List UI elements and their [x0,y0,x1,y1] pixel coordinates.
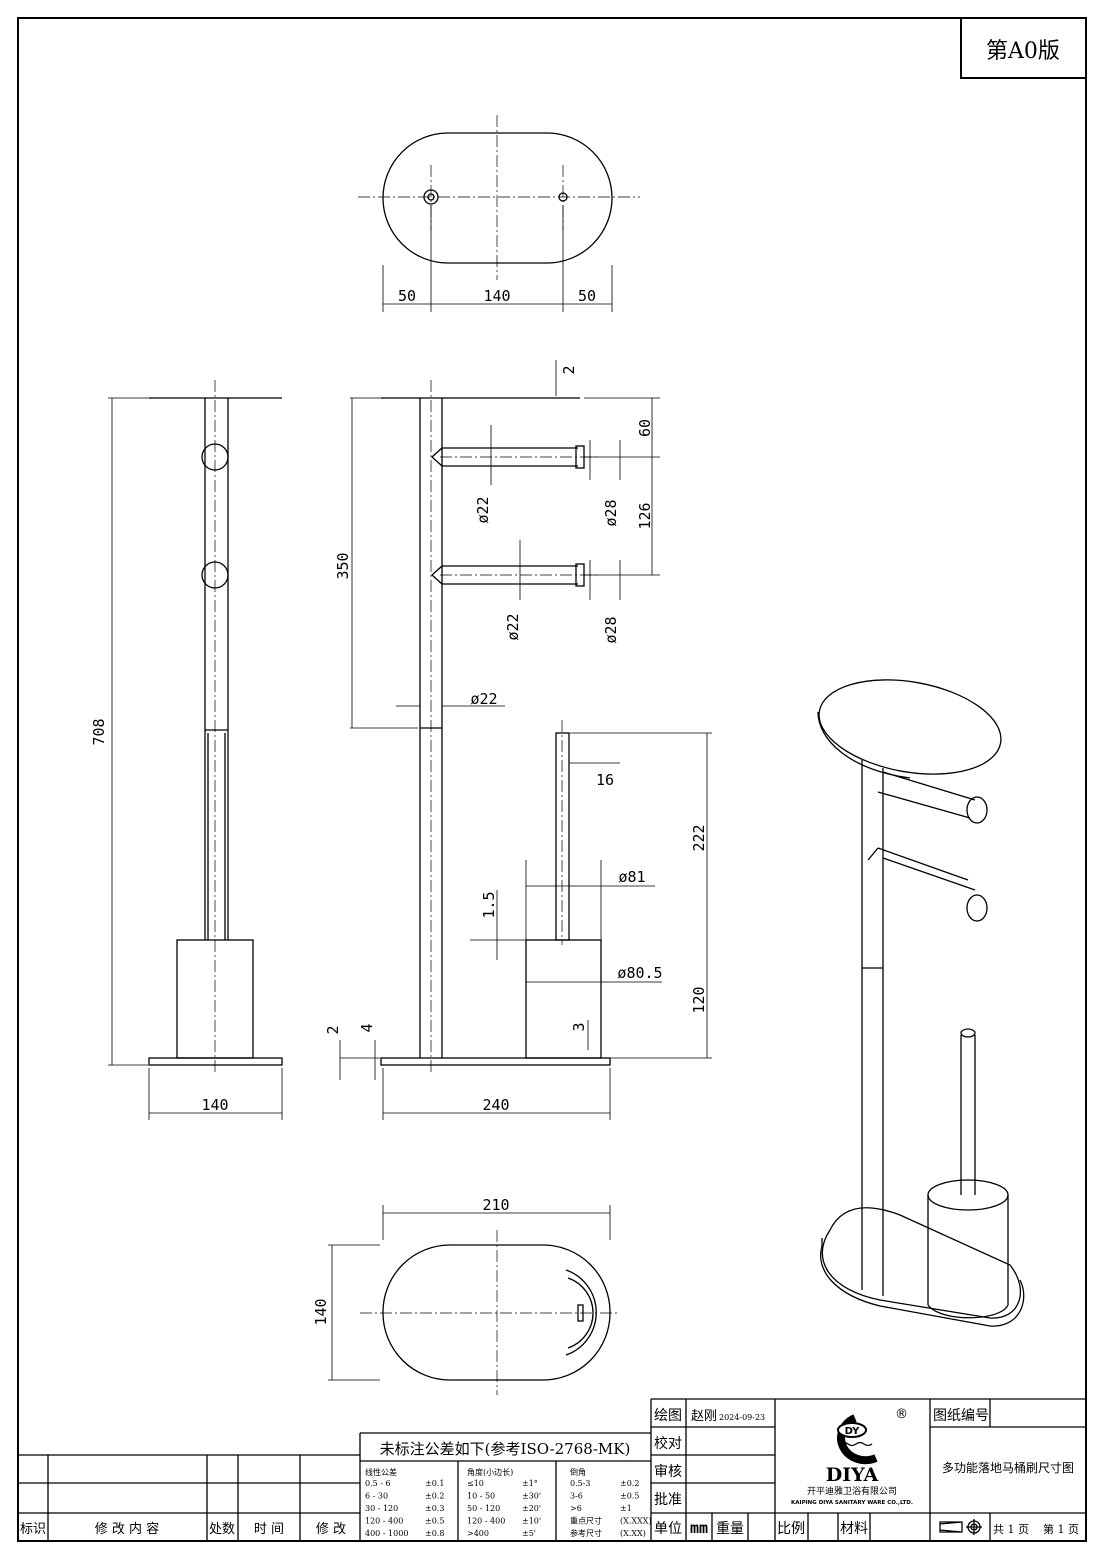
linear-tolerance-value: ±0.5 [425,1517,444,1526]
drawing-frame [17,17,1087,1542]
drawing-no-label: 图纸编号 [933,1408,989,1424]
dim-cup-wall: 3 [570,1022,588,1031]
top-plate-outline [382,132,613,264]
chamfer-tolerance-value: (X.XXX) [620,1517,652,1526]
angle-tolerance-value: ±10' [522,1517,541,1526]
label-drawn: 绘图 [654,1408,682,1424]
dim-handle: 16 [596,771,614,789]
linear-tolerance-range: 30 - 120 [365,1504,398,1513]
bottom-view: 210 140 [312,1196,620,1395]
dim-rim: 1.5 [480,891,498,918]
dim-base-step: 4 [358,1023,376,1032]
chamfer-tolerance-value: ±1 [620,1504,632,1513]
drawer-name: 赵刚 [691,1409,717,1424]
angle-tolerance-range: 50 - 120 [467,1504,500,1513]
chamfer-tolerance-range: >6 [570,1504,582,1513]
logo-registered: ® [895,1407,908,1422]
material-label: 材料 [840,1521,868,1537]
dim-base-thk: 2 [324,1025,342,1034]
chamfer-tolerance-value: (X.XX) [620,1529,646,1538]
angle-title: 角度(小边长) [467,1467,513,1477]
company-logo: DY ® DIYA 开平迪雅卫浴有限公司 KAIPING DIYA SANITA… [791,1407,913,1506]
scale-label: 比例 [777,1521,805,1537]
linear-tolerance-range: 6 - 30 [365,1492,388,1501]
dim-brush-height: 222 [690,824,708,851]
label-approved: 批准 [654,1492,682,1508]
logo-letters: DY [845,1426,861,1437]
dim-arm-spacing: 126 [636,502,654,529]
rev-header-id: 标识 [20,1522,46,1537]
angle-tolerance-range: >400 [467,1529,489,1538]
screw-hole-icon [423,189,439,205]
tolerance-title: 未标注公差如下(参考ISO-2768-MK) [380,1440,631,1458]
company-name-en: KAIPING DIYA SANITARY WARE CO.,LTD. [791,1500,913,1506]
unit-label: 单位 [654,1521,682,1537]
isometric-view [817,679,1025,1327]
linear-tolerance-value: ±0.8 [425,1529,444,1538]
screw-hole-icon [558,192,568,202]
dim-top-right: 50 [578,287,596,305]
projection-icon [939,1521,963,1533]
angle-tolerance-value: ±1° [522,1479,538,1488]
dim-350: 350 [334,552,352,579]
dim-pole-dia: ø22 [470,690,497,708]
chamfer-tolerance-value: ±0.5 [620,1492,639,1501]
angle-tolerance-range: 120 - 400 [467,1517,505,1526]
chamfer-tolerance-range: 参考尺寸 [570,1528,602,1538]
chamfer-tolerance-value: ±0.2 [620,1479,639,1488]
edition-label: 第A0版 [986,39,1060,64]
unit-value: mm [690,1519,708,1537]
angle-tolerance-value: ±20' [522,1504,541,1513]
dim-total-height: 708 [90,718,108,745]
side-view: 708 140 [90,380,283,1120]
total-pages: 共 1 页 [993,1523,1029,1536]
company-name-cn: 开平迪雅卫浴有限公司 [807,1485,897,1497]
chamfer-tolerance-range: 重点尺寸 [570,1516,602,1526]
dim-arm-top: 60 [636,419,654,437]
dim-top-mid: 140 [483,287,510,305]
angle-tolerance-value: ±30' [522,1492,541,1501]
dim-plate-thickness: 2 [560,365,578,374]
chamfer-tolerance-range: 0.5-3 [570,1479,591,1488]
linear-title: 线性公差 [365,1467,397,1477]
rev-header-modify: 修 改 [316,1522,346,1537]
drawn-date: 2024-09-23 [719,1413,765,1422]
drawing-title: 多功能落地马桶刷尺寸图 [942,1460,1074,1475]
dim-arm1-end: ø28 [602,499,620,526]
rev-header-time: 时 间 [254,1522,284,1537]
edition-box [960,17,1087,79]
dim-bottom-depth: 140 [312,1298,330,1325]
chamfer-title: 倒角 [570,1467,586,1477]
front-view: 2 60 126 ø22 ø28 ø22 ø28 350 ø22 16 222 … [324,360,712,1120]
rev-header-count: 处数 [209,1522,235,1537]
dim-cup-height: 120 [690,986,708,1013]
rev-header-content: 修 改 内 容 [95,1521,159,1537]
linear-tolerance-value: ±0.3 [425,1504,444,1513]
linear-tolerance-range: 400 - 1000 [365,1529,408,1538]
angle-tolerance-range: 10 - 50 [467,1492,495,1501]
page-number: 第 1 页 [1043,1522,1079,1536]
linear-tolerance-value: ±0.1 [425,1479,444,1488]
weight-label: 重量 [716,1521,744,1537]
label-reviewed: 审核 [654,1464,682,1480]
linear-tolerance-range: 0.5 - 6 [365,1479,391,1488]
label-checked: 校对 [654,1435,682,1452]
top-view: 50 140 50 [358,115,640,312]
linear-tolerance-range: 120 - 400 [365,1517,403,1526]
dim-side-width: 140 [201,1096,228,1114]
title-block: 标识 修 改 内 容 处数 时 间 修 改 未标注公差如下(参考ISO-2768… [18,1398,1087,1541]
chamfer-tolerance-range: 3-6 [570,1492,583,1501]
logo-brand: DIYA [826,1464,879,1486]
angle-tolerance-range: ≤10 [467,1479,484,1488]
dim-arm1-dia: ø22 [474,496,492,523]
dim-front-width: 240 [482,1096,509,1114]
dim-top-left: 50 [398,287,416,305]
dim-cup-outer: ø81 [618,868,645,886]
dim-arm2-end: ø28 [602,616,620,643]
dim-arm2-dia: ø22 [504,613,522,640]
linear-tolerance-value: ±0.2 [425,1492,444,1501]
angle-tolerance-value: ±5' [522,1529,536,1538]
dim-cup-inner: ø80.5 [617,964,662,982]
dim-bottom-width: 210 [482,1196,509,1214]
